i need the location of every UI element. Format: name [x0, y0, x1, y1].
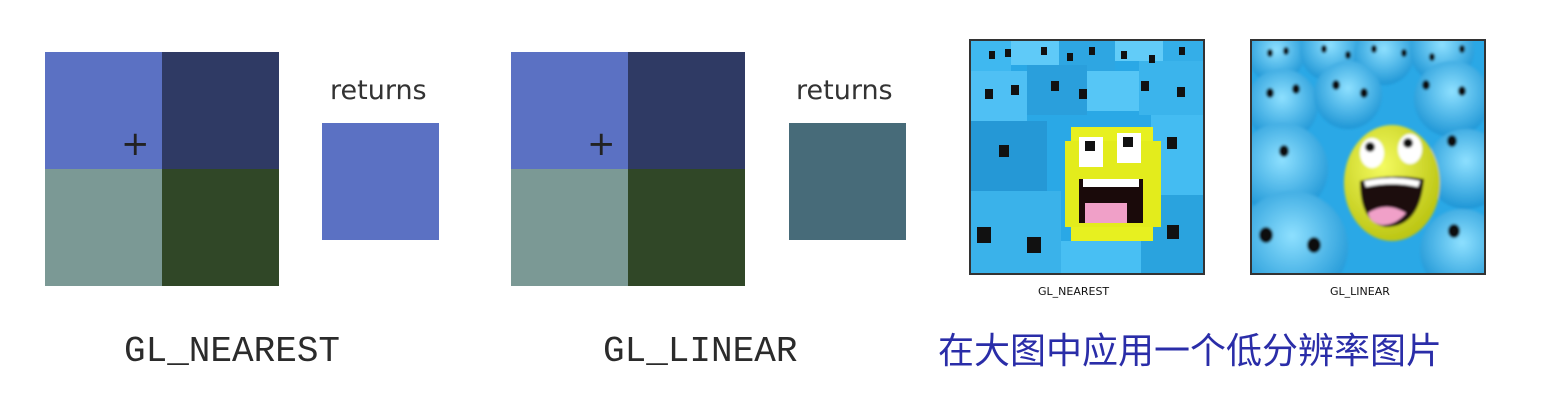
linear-caption: GL_LINEAR — [603, 331, 798, 372]
nearest-returns-label: returns — [330, 75, 427, 106]
nearest-example-caption: GL_NEAREST — [1038, 285, 1110, 298]
nearest-result-swatch — [322, 123, 439, 240]
linear-example-image — [1250, 39, 1486, 275]
texel-top-left — [511, 52, 628, 169]
linear-returns-label: returns — [796, 75, 893, 106]
nearest-example-image — [969, 39, 1205, 275]
texel-bottom-right — [162, 169, 279, 286]
texel-top-right — [628, 52, 745, 169]
smiley-crowd-smooth-image — [1252, 41, 1484, 273]
smiley-crowd-pixelated-image — [971, 41, 1203, 273]
nearest-texel-grid: + — [45, 52, 279, 286]
texel-bottom-right — [628, 169, 745, 286]
texel-bottom-left — [45, 169, 162, 286]
example-description: 在大图中应用一个低分辨率图片 — [938, 331, 1443, 372]
nearest-caption: GL_NEAREST — [124, 331, 341, 372]
texel-top-right — [162, 52, 279, 169]
texel-bottom-left — [511, 169, 628, 286]
linear-texel-grid: + — [511, 52, 745, 286]
linear-result-swatch — [789, 123, 906, 240]
sample-point-crosshair: + — [121, 124, 150, 164]
sample-point-crosshair: + — [587, 124, 616, 164]
texel-top-left — [45, 52, 162, 169]
linear-example-caption: GL_LINEAR — [1330, 285, 1390, 298]
